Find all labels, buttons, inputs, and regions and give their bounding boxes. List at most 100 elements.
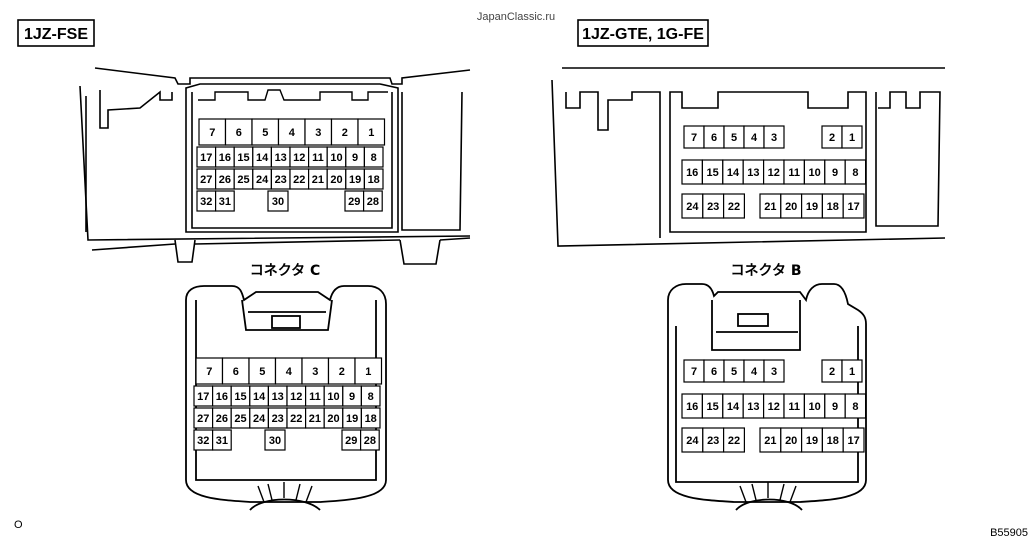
pin-label: 12 <box>290 391 302 403</box>
pin-label: 13 <box>747 167 759 179</box>
pin-cell <box>195 357 224 385</box>
pin-label: 10 <box>808 167 820 179</box>
pin-cell <box>841 125 863 149</box>
pin-label: 24 <box>686 201 699 213</box>
pin-label: 6 <box>711 366 717 378</box>
pin-label: 19 <box>349 174 361 186</box>
pin-label: 5 <box>262 127 268 139</box>
pin-label: 17 <box>197 391 209 403</box>
pin-label: 24 <box>253 413 266 425</box>
pin-label: 7 <box>691 132 697 144</box>
pin-label: 12 <box>768 401 780 413</box>
engine-label-left-text: 1JZ-FSE <box>24 26 88 43</box>
pin-label: 28 <box>364 435 376 447</box>
pin-cell <box>267 190 289 212</box>
pin-label: 1 <box>368 127 374 139</box>
ecu-left-pin-area <box>198 89 388 101</box>
pin-label: 18 <box>365 413 377 425</box>
pin-label: 20 <box>330 174 342 186</box>
pin-cell <box>221 357 250 385</box>
pin-label: 18 <box>827 201 839 213</box>
pin-label: 30 <box>272 196 284 208</box>
pin-cell <box>304 118 333 146</box>
pin-label: 29 <box>345 435 357 447</box>
pin-cell <box>841 359 863 383</box>
pin-label: 4 <box>751 366 758 378</box>
pin-label: 21 <box>309 413 321 425</box>
pin-label: 5 <box>259 366 265 378</box>
pin-label: 18 <box>827 435 839 447</box>
pin-cell <box>844 393 867 419</box>
watermark-text: JapanClassic.ru <box>477 11 555 23</box>
pin-label: 16 <box>216 391 228 403</box>
pin-label: 11 <box>309 391 321 403</box>
pin-label: 16 <box>686 167 698 179</box>
pin-label: 20 <box>785 201 797 213</box>
pin-label: 12 <box>768 167 780 179</box>
pin-label: 13 <box>272 391 284 403</box>
pin-label: 4 <box>289 127 296 139</box>
pin-label: 26 <box>219 174 231 186</box>
pin-label: 32 <box>197 435 209 447</box>
pin-label: 8 <box>852 167 858 179</box>
ecu-housing-right <box>551 67 946 247</box>
pin-label: 30 <box>269 435 281 447</box>
pin-label: 16 <box>219 152 231 164</box>
pin-label: 10 <box>327 391 339 403</box>
pin-label: 15 <box>234 391 246 403</box>
pin-label: 23 <box>275 174 287 186</box>
pin-label: 28 <box>367 196 379 208</box>
pin-label: 5 <box>731 132 737 144</box>
pin-label: 9 <box>832 167 838 179</box>
pin-cell <box>357 118 386 146</box>
pin-label: 27 <box>200 174 212 186</box>
pin-label: 5 <box>731 366 737 378</box>
pin-cell <box>301 357 330 385</box>
pin-cell <box>842 427 865 453</box>
pin-label: 11 <box>788 167 800 179</box>
pin-label: 1 <box>849 132 855 144</box>
pin-cell <box>363 146 384 168</box>
pin-cell <box>763 359 785 383</box>
pin-label: 20 <box>785 435 797 447</box>
pin-label: 11 <box>312 152 324 164</box>
wire-bundle-right <box>739 482 797 503</box>
pin-label: 14 <box>253 391 266 403</box>
pin-cell <box>360 429 380 451</box>
pin-label: 3 <box>312 366 318 378</box>
pin-label: 11 <box>788 401 800 413</box>
pin-label: 3 <box>771 132 777 144</box>
pin-label: 1 <box>849 366 855 378</box>
pin-label: 14 <box>727 401 740 413</box>
pin-label: 19 <box>806 435 818 447</box>
pin-label: 2 <box>829 366 835 378</box>
pin-label: 3 <box>315 127 321 139</box>
pin-label: 15 <box>706 401 718 413</box>
pin-cell <box>722 427 745 453</box>
pin-label: 13 <box>747 401 759 413</box>
pin-label: 2 <box>829 132 835 144</box>
pin-label: 17 <box>847 201 859 213</box>
pin-label: 4 <box>286 366 293 378</box>
pin-label: 9 <box>832 401 838 413</box>
pin-label: 21 <box>764 201 776 213</box>
pin-cell <box>763 125 785 149</box>
pin-cell <box>264 429 286 451</box>
pin-label: 7 <box>691 366 697 378</box>
pin-label: 19 <box>806 201 818 213</box>
pin-label: 14 <box>727 167 740 179</box>
pin-label: 6 <box>233 366 239 378</box>
pin-label: 9 <box>352 152 358 164</box>
connector-title-left: コネクタ C <box>250 263 321 279</box>
pin-label: 26 <box>216 413 228 425</box>
pin-label: 22 <box>728 435 740 447</box>
pin-label: 23 <box>707 435 719 447</box>
pin-cell <box>251 118 280 146</box>
pin-label: 32 <box>200 196 212 208</box>
pin-cell <box>363 190 383 212</box>
pin-cell <box>842 193 865 219</box>
pin-cell <box>248 357 277 385</box>
